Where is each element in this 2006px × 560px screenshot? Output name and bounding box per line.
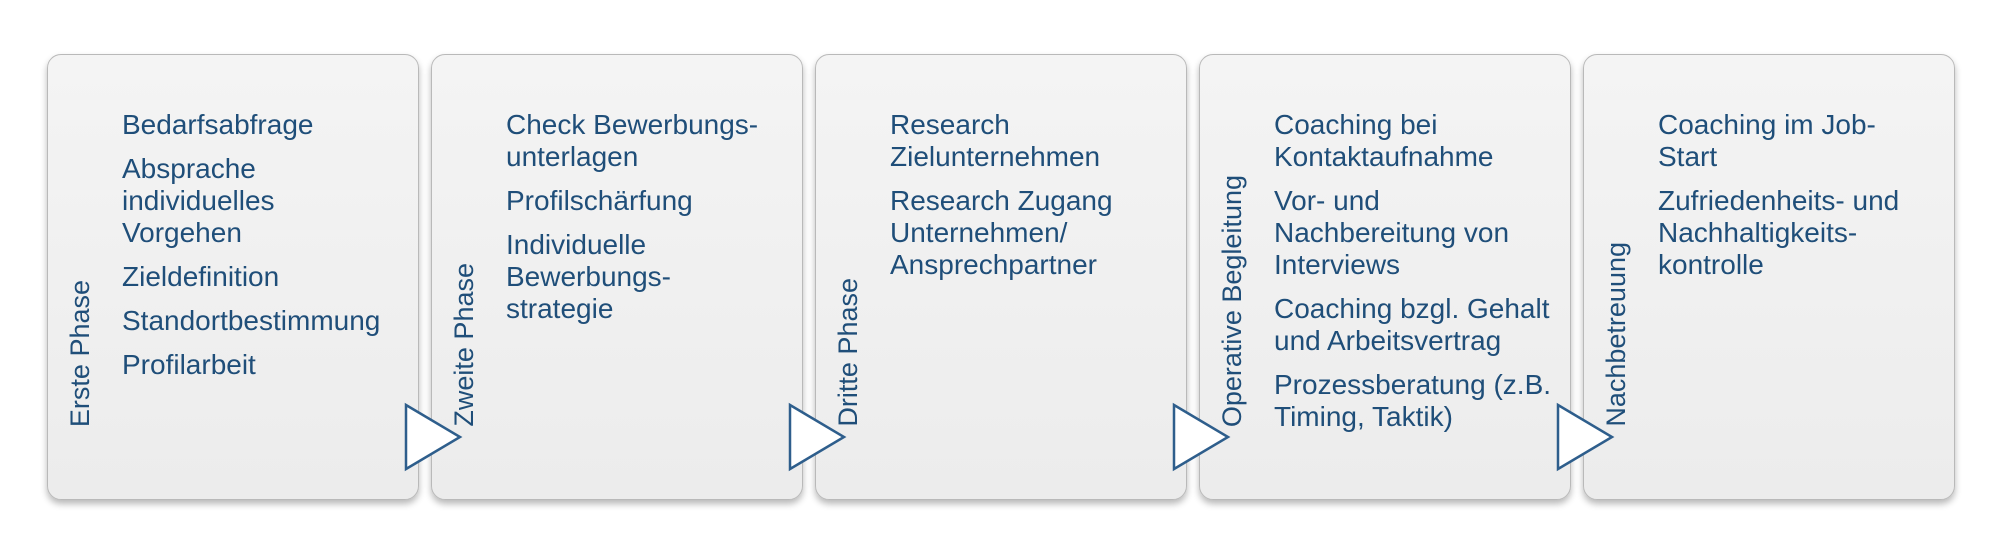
list-item: Zieldefinition (122, 261, 280, 292)
phase-label: Operative Begleitung (1216, 174, 1247, 427)
list-item: Prozessberatung (z.B. Timing, Taktik) (1274, 369, 1552, 432)
list-item: Zufriedenheits- und Nachhaltigkeits- kon… (1658, 185, 1900, 280)
phase-box-operative-begleitung: Operative Begleitung Coaching bei Kontak… (1199, 54, 1571, 500)
triangle-arrow-right-icon (788, 402, 847, 472)
phase-box-zweite-phase: Zweite Phase Check Bewerbungs- unterlage… (431, 54, 803, 500)
triangle-arrow-right-icon (404, 402, 463, 472)
phase-label: Erste Phase (64, 279, 95, 427)
list-item: Vor- und Nachbereitung von Interviews (1274, 185, 1510, 280)
phase-item-list: Coaching bei Kontaktaufnahme Vor- und Na… (1274, 109, 1566, 445)
phase-item-list: Research Zielunternehmen Research Zugang… (890, 109, 1182, 293)
phase-label-container: Nachbetreuung (1596, 87, 1636, 427)
list-item: Coaching bei Kontaktaufnahme (1274, 109, 1494, 172)
list-item: Absprache individuelles Vorgehen (122, 153, 275, 248)
list-item: Profilarbeit (122, 349, 256, 380)
list-item: Coaching bzgl. Gehalt und Arbeitsvertrag (1274, 293, 1550, 356)
triangle-arrow-right-icon (1556, 402, 1615, 472)
triangle-arrow-right-icon (1172, 402, 1231, 472)
phase-label-container: Erste Phase (60, 87, 100, 427)
phase-item-list: Bedarfsabfrage Absprache individuelles V… (122, 109, 414, 393)
phase-item-list: Check Bewerbungs- unterlagen Profilschär… (506, 109, 798, 337)
list-item: Coaching im Job- Start (1658, 109, 1876, 172)
phase-box-erste-phase: Erste Phase Bedarfsabfrage Absprache ind… (47, 54, 419, 500)
list-item: Individuelle Bewerbungs- strategie (506, 229, 671, 324)
phase-label-container: Dritte Phase (828, 87, 868, 427)
phase-item-list: Coaching im Job- Start Zufriedenheits- u… (1658, 109, 1950, 293)
phase-label-container: Operative Begleitung (1212, 87, 1252, 427)
phase-label: Nachbetreuung (1600, 242, 1631, 427)
list-item: Research Zielunternehmen (890, 109, 1101, 172)
phase-box-nachbetreuung: Nachbetreuung Coaching im Job- Start Zuf… (1583, 54, 1955, 500)
list-item: Profilschärfung (506, 185, 693, 216)
phase-box-dritte-phase: Dritte Phase Research Zielunternehmen Re… (815, 54, 1187, 500)
list-item: Standortbestimmung (122, 305, 381, 336)
list-item: Check Bewerbungs- unterlagen (506, 109, 759, 172)
list-item: Research Zugang Unternehmen/ Ansprechpar… (890, 185, 1113, 280)
list-item: Bedarfsabfrage (122, 109, 314, 140)
phase-label-container: Zweite Phase (444, 87, 484, 427)
